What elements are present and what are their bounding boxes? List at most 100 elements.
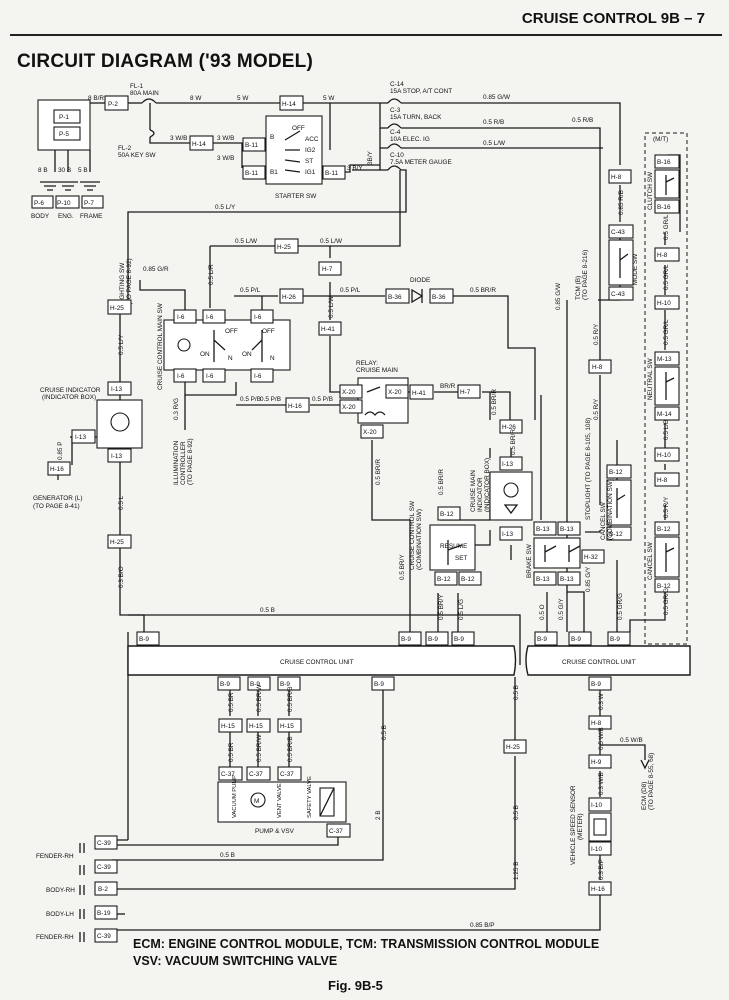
svg-text:H-15: H-15 <box>249 723 263 730</box>
svg-text:I-6: I-6 <box>206 314 214 321</box>
svg-text:0.5 BR/W: 0.5 BR/W <box>256 684 263 712</box>
svg-text:0.5 L/W: 0.5 L/W <box>235 238 258 245</box>
svg-text:ST: ST <box>305 158 313 165</box>
svg-text:CANCEL SW: CANCEL SW <box>600 501 607 540</box>
header-rule <box>10 34 722 36</box>
wire-3wb-3: 3 W/B <box>217 155 234 162</box>
svg-text:0.85 P: 0.85 P <box>57 442 64 460</box>
svg-text:0.5 B: 0.5 B <box>513 685 520 700</box>
svg-text:B-13: B-13 <box>560 576 574 583</box>
svg-text:0.5 W/B: 0.5 W/B <box>598 727 605 750</box>
conn-b11-c: B-11 <box>325 170 338 177</box>
svg-text:X-20: X-20 <box>342 389 356 396</box>
svg-text:BODY: BODY <box>31 213 50 220</box>
svg-text:0.5 R/Y: 0.5 R/Y <box>593 398 600 420</box>
svg-text:B-9: B-9 <box>454 636 464 643</box>
svg-text:RESUME: RESUME <box>440 543 467 550</box>
svg-text:BODY-RH: BODY-RH <box>46 887 75 894</box>
svg-text:0.5 P/L: 0.5 P/L <box>340 287 361 294</box>
mode-switch: H-8 0.85 R/B C-43 C-43 MODE SW TCM (B) (… <box>575 169 639 301</box>
svg-text:H-9: H-9 <box>591 759 602 766</box>
svg-text:C-37: C-37 <box>221 771 235 778</box>
conn-h26: H-26 <box>282 294 296 301</box>
wiring <box>54 103 681 931</box>
wire-085gw: 0.85 G/W <box>483 94 511 101</box>
conn-h7-2: H-7 <box>460 389 471 396</box>
svg-text:I-13: I-13 <box>75 434 86 441</box>
conn-h7: H-7 <box>322 266 333 273</box>
svg-text:C-39: C-39 <box>97 840 111 847</box>
conn-h41-2: H-41 <box>412 390 426 397</box>
svg-text:C-37: C-37 <box>249 771 263 778</box>
section-header: CRUISE CONTROL 9B – 7 <box>521 10 705 27</box>
svg-text:B-12: B-12 <box>657 583 671 590</box>
svg-text:0.5 L/B: 0.5 L/B <box>663 420 670 440</box>
svg-text:H-16: H-16 <box>591 886 605 893</box>
svg-text:H-26: H-26 <box>502 424 516 431</box>
svg-text:H-15: H-15 <box>221 723 235 730</box>
fuse-c14: C-14 <box>390 81 404 88</box>
svg-text:0.5 W/B: 0.5 W/B <box>620 737 643 744</box>
pump-vsv-label: PUMP & VSV <box>255 828 295 835</box>
svg-text:0.5 BR/R: 0.5 BR/R <box>491 389 498 415</box>
svg-text:CRUISE CONTROL SW: CRUISE CONTROL SW <box>409 500 416 570</box>
cruise-control-unit: CRUISE CONTROL UNIT CRUISE CONTROL UNIT … <box>127 631 691 691</box>
svg-text:I-6: I-6 <box>177 314 185 321</box>
figure-caption: Fig. 9B-5 <box>328 978 383 993</box>
svg-text:0.5 P/B: 0.5 P/B <box>240 396 261 403</box>
svg-text:0.85 B/P: 0.85 B/P <box>470 922 495 929</box>
svg-text:BRAKE SW: BRAKE SW <box>526 543 533 578</box>
svg-text:STOPLIGHT (TO PAGE 8-105, 108): STOPLIGHT (TO PAGE 8-105, 108) <box>585 418 592 520</box>
svg-text:0.5 L/W: 0.5 L/W <box>320 238 343 245</box>
svg-text:B: B <box>270 134 274 141</box>
svg-text:B-9: B-9 <box>428 636 438 643</box>
svg-text:X-20: X-20 <box>363 429 377 436</box>
svg-text:I-6: I-6 <box>206 373 214 380</box>
svg-text:B-9: B-9 <box>591 681 601 688</box>
svg-text:B1: B1 <box>270 169 278 176</box>
conn-p10: P-10 <box>57 200 71 207</box>
svg-text:OFF: OFF <box>225 328 238 335</box>
svg-text:I-6: I-6 <box>254 373 262 380</box>
fuse-fl1-rating: 80A MAIN <box>130 90 159 97</box>
p2-label: P-2 <box>108 101 118 108</box>
conn-p6: P-6 <box>34 200 44 207</box>
svg-text:FENDER-RH: FENDER-RH <box>36 853 74 860</box>
conn-h14-2: H-14 <box>192 141 206 148</box>
svg-text:0.85 G/R: 0.85 G/R <box>143 266 169 273</box>
svg-text:B-9: B-9 <box>401 636 411 643</box>
svg-text:B-9: B-9 <box>139 636 149 643</box>
svg-text:0.5 BR/Y: 0.5 BR/Y <box>399 554 406 580</box>
svg-text:I-6: I-6 <box>177 373 185 380</box>
legend: ECM: ENGINE CONTROL MODULE, TCM: TRANSMI… <box>133 936 599 970</box>
svg-text:0.5 B: 0.5 B <box>381 725 388 740</box>
svg-text:B-9: B-9 <box>374 681 384 688</box>
wire-3by-2: 3B/Y <box>367 150 374 165</box>
svg-text:0.5 GR/L: 0.5 GR/L <box>663 264 670 290</box>
svg-text:(TO PAGE 8-92): (TO PAGE 8-92) <box>126 258 133 305</box>
svg-text:(COMBINATION SW): (COMBINATION SW) <box>607 479 614 540</box>
conn-p7: P-7 <box>84 200 94 207</box>
legend-line-1: ECM: ENGINE CONTROL MODULE, TCM: TRANSMI… <box>133 937 600 951</box>
svg-text:M-14: M-14 <box>657 411 672 418</box>
svg-text:0.5 BR/B: 0.5 BR/B <box>287 686 294 712</box>
svg-text:0.5 B: 0.5 B <box>260 607 275 614</box>
svg-text:N: N <box>228 355 233 362</box>
svg-text:C-39: C-39 <box>97 933 111 940</box>
svg-text:(INDICATOR BOX): (INDICATOR BOX) <box>484 458 491 512</box>
svg-text:H-8: H-8 <box>591 720 602 727</box>
conn-b11-b: B-11 <box>245 170 258 177</box>
svg-text:H-25: H-25 <box>110 539 124 546</box>
svg-text:(COMBINATION SW): (COMBINATION SW) <box>416 509 423 570</box>
svg-text:B-13: B-13 <box>536 576 550 583</box>
svg-text:VEHICLE SPEED SENSOR: VEHICLE SPEED SENSOR <box>570 785 577 865</box>
svg-text:B-12: B-12 <box>609 531 623 538</box>
svg-text:B-12: B-12 <box>437 576 451 583</box>
svg-text:0.5 L/Y: 0.5 L/Y <box>215 204 236 211</box>
svg-text:B-9: B-9 <box>571 636 581 643</box>
svg-text:0.5 R/Y: 0.5 R/Y <box>663 496 670 518</box>
svg-text:B-19: B-19 <box>97 910 111 917</box>
svg-text:H-16: H-16 <box>50 466 64 473</box>
conn-h25-2: H-25 <box>110 305 124 312</box>
